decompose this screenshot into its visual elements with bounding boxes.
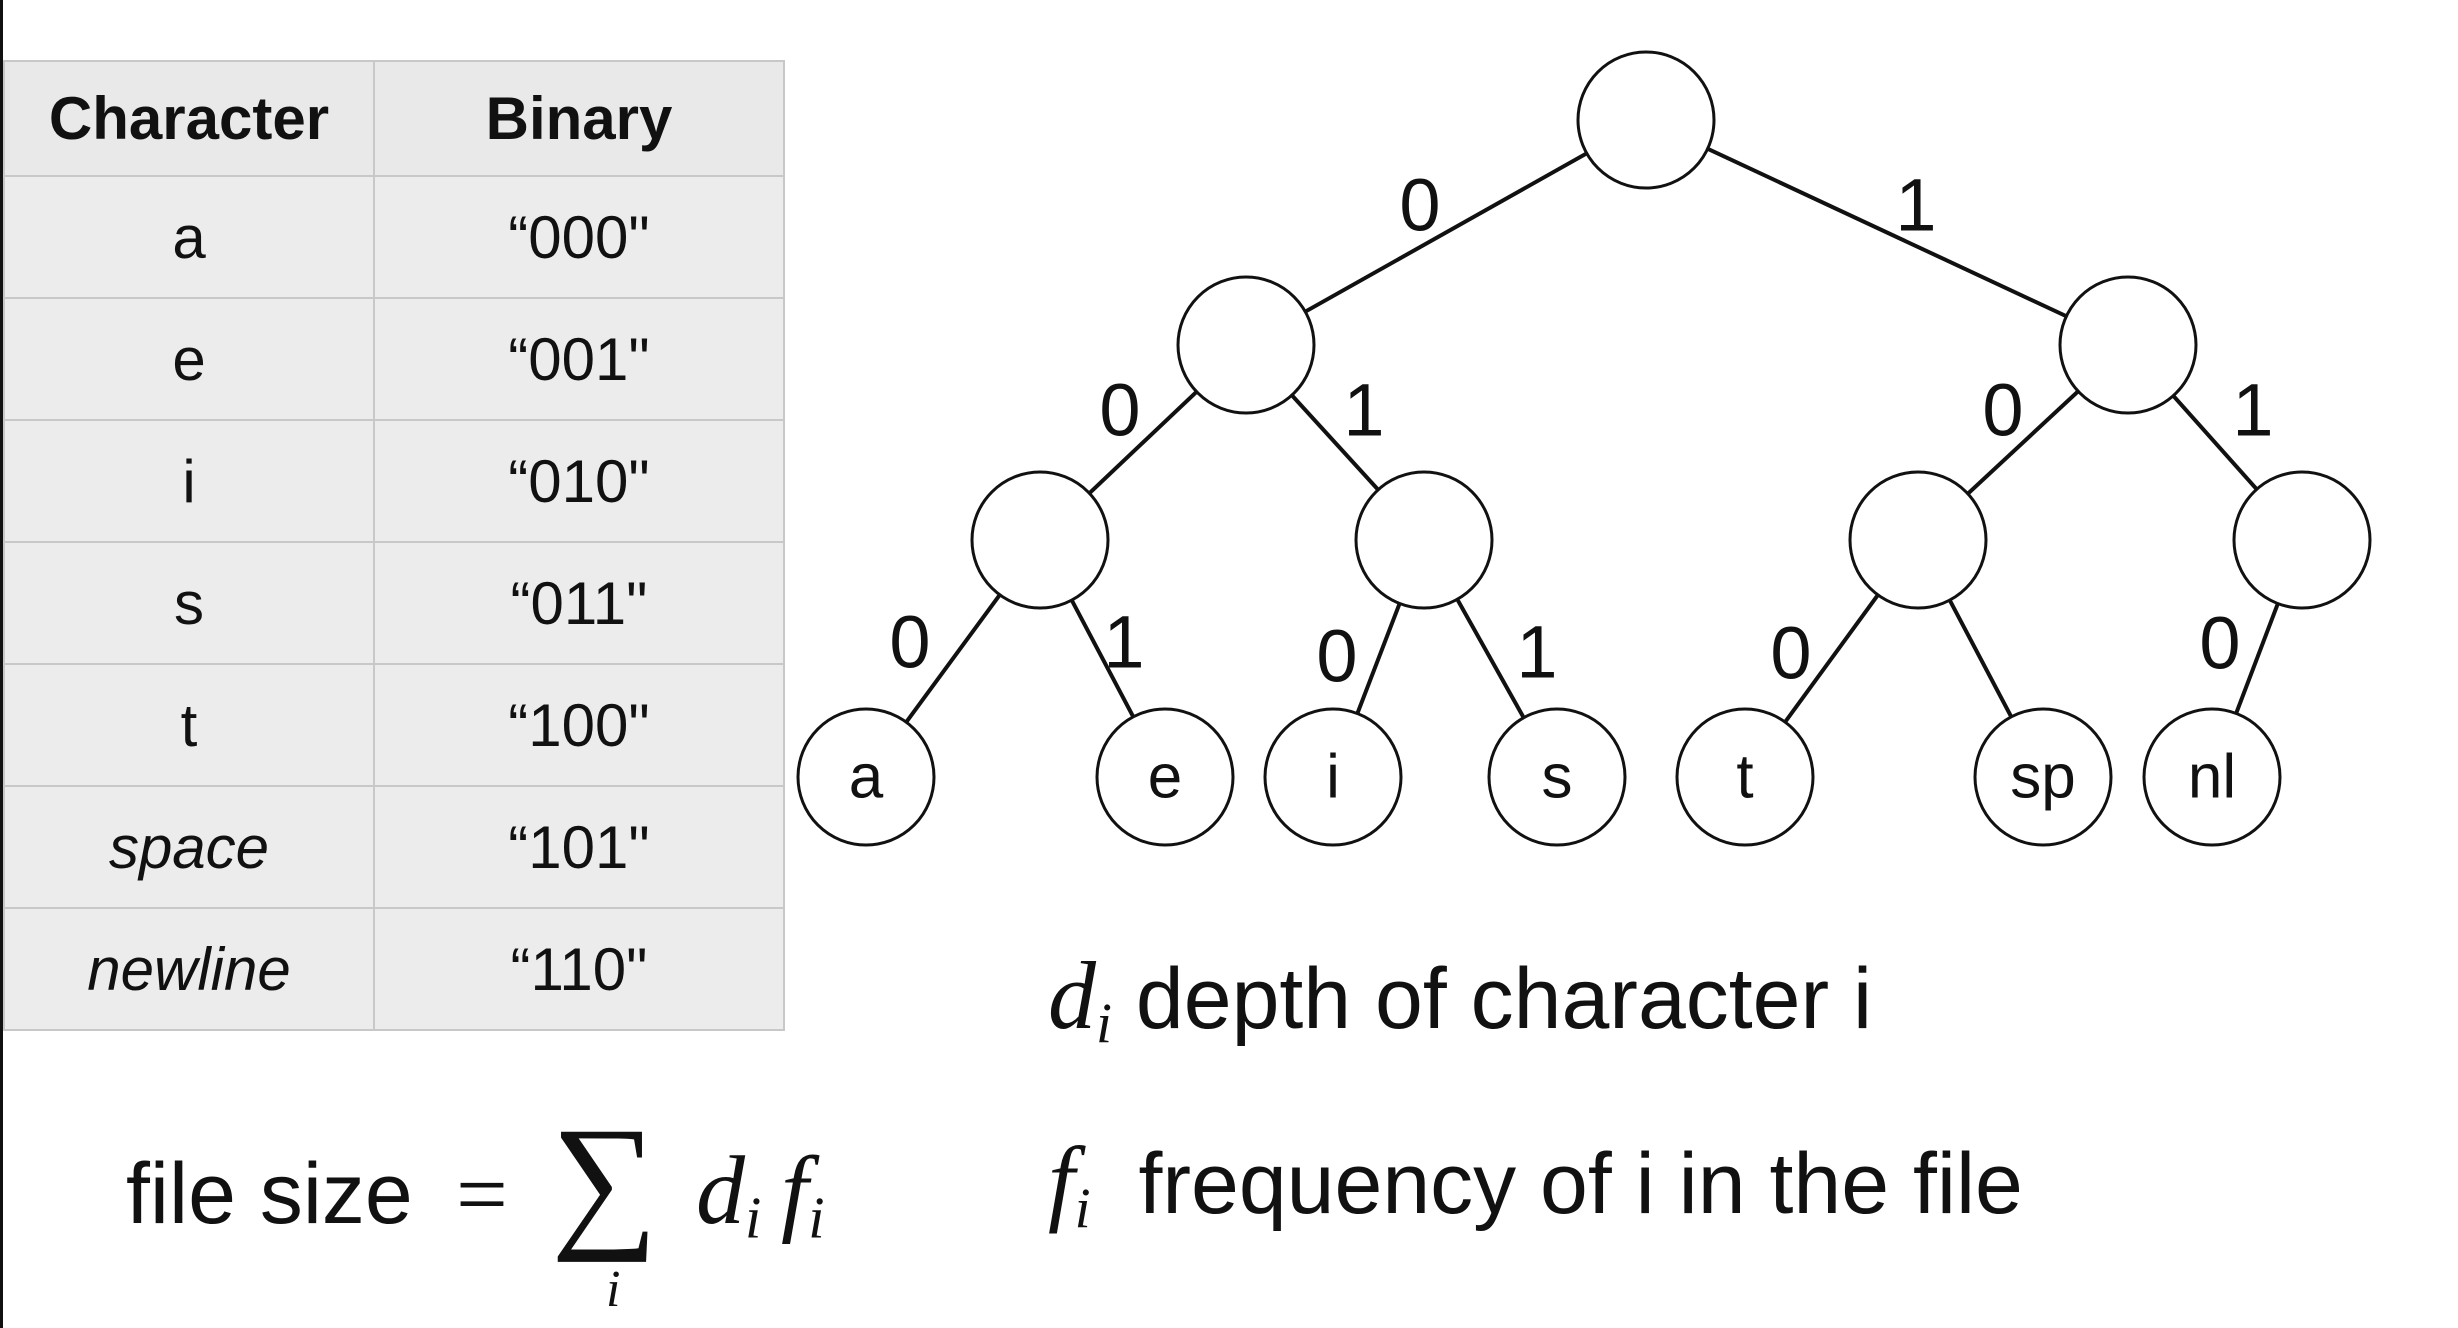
edge-bit-label: 0 xyxy=(1399,164,1440,247)
tree-nodes: a e i s t sp nl xyxy=(796,50,2372,847)
table-row: e“001" xyxy=(3,297,785,421)
edge-bit-label: 1 xyxy=(1516,611,1557,694)
tree-node-circle xyxy=(1263,707,1403,847)
tree-node-circle xyxy=(970,470,1110,610)
formula-equals: = xyxy=(456,1143,508,1245)
binary-code-cell: “110" xyxy=(373,907,785,1031)
tree-node-circle xyxy=(1675,707,1815,847)
edge-bit-label: 1 xyxy=(1895,164,1936,247)
edge-bit-label: 0 xyxy=(2199,602,2240,685)
table-row: newline“110" xyxy=(3,907,785,1031)
tree-node-circle xyxy=(2058,275,2198,415)
binary-code-cell: “101" xyxy=(373,785,785,909)
tree-node-label: a xyxy=(849,743,884,812)
table-row: a“000" xyxy=(3,175,785,299)
column-header-binary: Binary xyxy=(373,60,785,177)
character-cell: e xyxy=(3,297,375,421)
tree-node-circle xyxy=(2232,470,2372,610)
character-cell: space xyxy=(3,785,375,909)
legend-f-text: frequency of i in the file xyxy=(1138,1136,2023,1232)
binary-code-cell: “011" xyxy=(373,541,785,665)
tree-node-n00 xyxy=(970,470,1110,610)
table-row: t“100" xyxy=(3,663,785,787)
binary-code-cell: “001" xyxy=(373,297,785,421)
tree-node-circle xyxy=(1354,470,1494,610)
tree-node-circle xyxy=(1095,707,1235,847)
tree-node-label: s xyxy=(1542,743,1573,812)
tree-node-circle xyxy=(1848,470,1988,610)
formula-lhs: file size xyxy=(126,1146,413,1242)
tree-edge xyxy=(1645,118,2129,347)
edge-bit-label: 1 xyxy=(2232,369,2273,452)
tree-node-leaf-nl: nl xyxy=(2142,707,2282,847)
tree-node-n0 xyxy=(1176,275,1316,415)
tree-node-label: e xyxy=(1148,743,1182,812)
tree-node-leaf-sp: sp xyxy=(1973,707,2113,847)
tree-node-circle xyxy=(1487,707,1627,847)
tree-node-circle xyxy=(796,707,936,847)
column-header-character: Character xyxy=(3,60,375,177)
table-header-row: Character Binary xyxy=(3,60,785,177)
edge-bit-label: 0 xyxy=(1099,369,1140,452)
legend-d-text: depth of character i xyxy=(1135,951,1873,1047)
tree-node-n11 xyxy=(2232,470,2372,610)
legend-d-symbol: di xyxy=(1048,942,1113,1056)
tree-node-label: i xyxy=(1326,743,1340,812)
character-cell: s xyxy=(3,541,375,665)
tree-node-leaf-t: t xyxy=(1675,707,1815,847)
character-cell: t xyxy=(3,663,375,787)
tree-node-circle xyxy=(2142,707,2282,847)
tree-node-n01 xyxy=(1354,470,1494,610)
tree-node-label: sp xyxy=(2010,743,2075,812)
edge-bit-label: 0 xyxy=(1770,612,1811,695)
tree-node-n1 xyxy=(2058,275,2198,415)
binary-code-cell: “010" xyxy=(373,419,785,543)
edge-bit-label: 1 xyxy=(1343,369,1384,452)
binary-code-cell: “000" xyxy=(373,175,785,299)
binary-code-cell: “100" xyxy=(373,663,785,787)
tree-node-leaf-a: a xyxy=(796,707,936,847)
edge-bit-label: 0 xyxy=(889,601,930,684)
left-border-line xyxy=(0,0,3,1328)
tree-node-circle xyxy=(1576,50,1716,190)
legend-frequency: fi frequency of i in the file xyxy=(1048,1125,2023,1241)
tree-node-circle xyxy=(1176,275,1316,415)
edge-bit-label: 0 xyxy=(1982,369,2023,452)
tree-node-leaf-s: s xyxy=(1487,707,1627,847)
table-row: space“101" xyxy=(3,785,785,909)
legend-depth: di depth of character i xyxy=(1048,940,1872,1056)
edge-bit-label: 1 xyxy=(1103,601,1144,684)
tree-node-root xyxy=(1576,50,1716,190)
tree-node-circle xyxy=(1973,707,2113,847)
formula-terms: di fi xyxy=(696,1137,825,1251)
tree-edge xyxy=(1245,118,1647,347)
tree-node-leaf-i: i xyxy=(1263,707,1403,847)
character-cell: newline xyxy=(3,907,375,1031)
edge-bit-label: 0 xyxy=(1316,615,1357,698)
tree-node-label: t xyxy=(1736,743,1753,812)
table-row: i“010" xyxy=(3,419,785,543)
tree-edges xyxy=(864,118,2304,779)
tree-node-n10 xyxy=(1848,470,1988,610)
tree-bit-labels: 0 1 0 1 0 1 0 1 0 1 0 0 xyxy=(889,164,2273,698)
legend-f-symbol: fi xyxy=(1048,1127,1091,1241)
formula-sum-index: i xyxy=(606,1261,621,1318)
table-row: s“011" xyxy=(3,541,785,665)
formula-sigma: ∑ xyxy=(551,1097,658,1263)
character-cell: i xyxy=(3,419,375,543)
tree-node-label: nl xyxy=(2188,743,2236,812)
binary-code-table: Character Binary a“000"e“001"i“010"s“011… xyxy=(3,60,785,1031)
character-cell: a xyxy=(3,175,375,299)
tree-node-leaf-e: e xyxy=(1095,707,1235,847)
table-body: a“000"e“001"i“010"s“011"t“100"space“101"… xyxy=(3,175,785,1031)
